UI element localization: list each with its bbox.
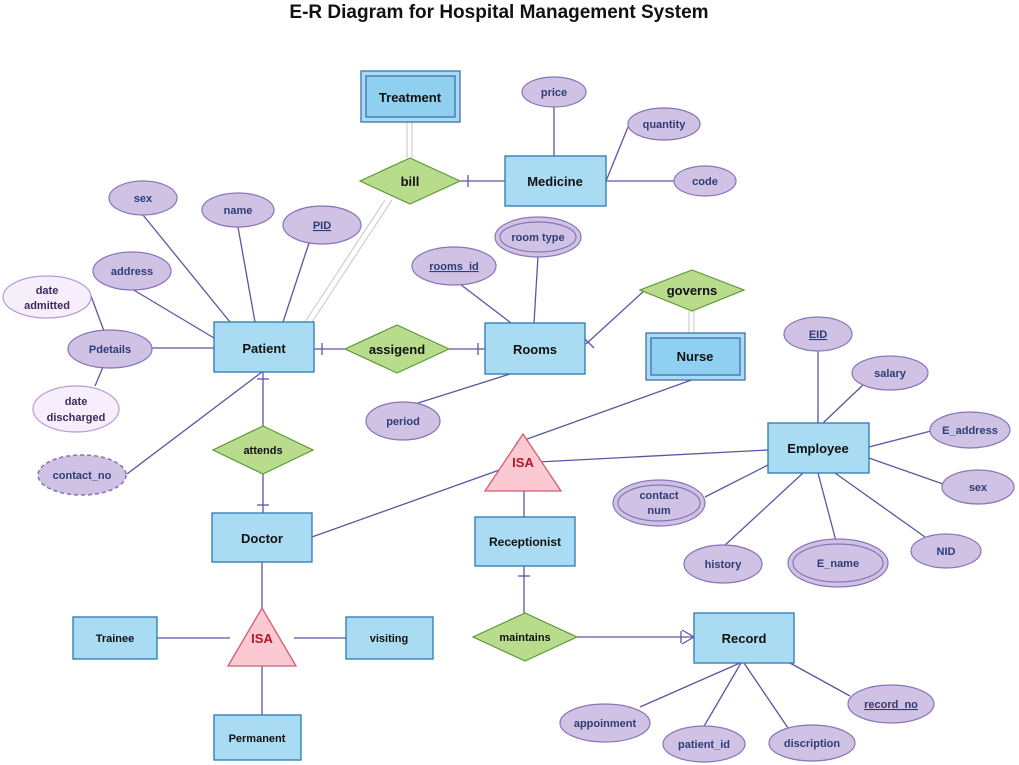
entity-label: Treatment xyxy=(379,90,442,105)
attribute-label: price xyxy=(541,87,567,99)
attribute-label: rooms_id xyxy=(429,261,479,273)
attribute-date-discharged: date discharged xyxy=(32,385,120,433)
attribute-label: quantity xyxy=(643,119,687,131)
attribute-label: patient_id xyxy=(678,739,730,751)
isa-employee: ISA xyxy=(483,432,563,492)
entity-label: Permanent xyxy=(229,733,286,745)
attribute-salary: salary xyxy=(851,355,929,391)
entity-doctor: Doctor xyxy=(211,512,313,563)
attribute-label: period xyxy=(386,416,420,428)
attribute-label: NID xyxy=(937,546,956,558)
relationship-label: maintains xyxy=(499,632,550,644)
entity-treatment: Treatment xyxy=(360,70,461,123)
attribute-label: Pdetails xyxy=(89,344,131,356)
entity-nurse: Nurse xyxy=(645,332,746,381)
attribute-address: address xyxy=(92,251,172,291)
attribute-quantity: quantity xyxy=(627,107,701,141)
attribute-record-no: record_no xyxy=(847,684,935,724)
entity-label: Employee xyxy=(787,441,848,456)
entity-medicine: Medicine xyxy=(504,155,607,207)
attribute-label: discription xyxy=(784,738,841,750)
entity-receptionist: Receptionist xyxy=(474,516,576,567)
attribute-label-line1: date xyxy=(36,285,59,297)
attribute-label-line2: num xyxy=(647,505,670,517)
entity-label: Trainee xyxy=(96,633,135,645)
attribute-label: PID xyxy=(313,220,331,232)
attribute-label: name xyxy=(224,205,253,217)
relationship-attends: attends xyxy=(211,425,315,475)
attribute-eid: EID xyxy=(783,316,853,352)
attribute-label: address xyxy=(111,266,153,278)
entity-label: Record xyxy=(722,631,767,646)
entity-patient: Patient xyxy=(213,321,315,373)
attribute-label-line2: admitted xyxy=(24,300,70,312)
entity-label: Nurse xyxy=(677,349,714,364)
attribute-sex-patient: sex xyxy=(108,180,178,216)
attribute-label: sex xyxy=(134,193,153,205)
attribute-sex-employee: sex xyxy=(941,469,1015,505)
entity-record: Record xyxy=(693,612,795,664)
entity-label: Patient xyxy=(242,341,286,356)
attribute-code: code xyxy=(673,165,737,197)
attribute-contact-no: contact_no xyxy=(37,454,127,496)
attribute-e-address: E_address xyxy=(929,411,1011,449)
relationship-governs: governs xyxy=(638,269,746,312)
relationship-bill: bill xyxy=(358,157,462,205)
entity-employee: Employee xyxy=(767,422,870,474)
relationship-label: governs xyxy=(667,283,718,298)
attribute-label: code xyxy=(692,176,718,188)
attribute-label: contact_no xyxy=(53,470,112,482)
attribute-label-line1: contact xyxy=(639,490,678,502)
attribute-pid: PID xyxy=(282,205,362,245)
relationship-maintains: maintains xyxy=(471,612,579,662)
attribute-label: room type xyxy=(511,232,564,244)
attribute-label: appoinment xyxy=(574,718,637,730)
entity-trainee: Trainee xyxy=(72,616,158,660)
relationship-label: assigend xyxy=(369,342,425,357)
attribute-nid: NID xyxy=(910,533,982,569)
attribute-date-admitted: date admitted xyxy=(2,275,92,319)
attribute-label: EID xyxy=(809,329,827,341)
attribute-appoinment: appoinment xyxy=(559,703,651,743)
attribute-label: E_address xyxy=(942,425,998,437)
attribute-room-type: room type xyxy=(494,216,582,258)
entity-rooms: Rooms xyxy=(484,322,586,375)
attribute-price: price xyxy=(521,76,587,108)
attribute-patient-id: patient_id xyxy=(662,725,746,763)
relationship-label: attends xyxy=(243,445,282,457)
entity-label: Receptionist xyxy=(489,535,561,549)
isa-label: ISA xyxy=(512,455,534,470)
isa-doctor: ISA xyxy=(226,606,298,667)
attribute-history: history xyxy=(683,544,763,584)
isa-label: ISA xyxy=(251,631,273,646)
entity-label: visiting xyxy=(370,633,409,645)
attribute-label-line2: discharged xyxy=(47,412,106,424)
entity-label: Medicine xyxy=(527,174,583,189)
entity-permanent: Permanent xyxy=(213,714,302,761)
attribute-name: name xyxy=(201,192,275,228)
attribute-label: history xyxy=(705,559,743,571)
relationship-assigend: assigend xyxy=(343,324,451,374)
attribute-period: period xyxy=(365,401,441,441)
attribute-e-name: E_name xyxy=(787,538,889,588)
attribute-pdetails: Pdetails xyxy=(67,329,153,369)
attribute-contact-num: contact num xyxy=(612,479,706,527)
attribute-discription: discription xyxy=(768,724,856,762)
attribute-label: E_name xyxy=(817,558,859,570)
attribute-label: salary xyxy=(874,368,907,380)
attribute-label-line1: date xyxy=(65,396,88,408)
attribute-label: sex xyxy=(969,482,988,494)
diagram-title: E-R Diagram for Hospital Management Syst… xyxy=(289,2,708,23)
relationship-label: bill xyxy=(401,174,420,189)
attribute-label: record_no xyxy=(864,699,918,711)
entity-visiting: visiting xyxy=(345,616,434,660)
entity-label: Doctor xyxy=(241,531,283,546)
attribute-rooms-id: rooms_id xyxy=(411,246,497,286)
connector-lines xyxy=(90,107,944,729)
entity-label: Rooms xyxy=(513,342,557,357)
